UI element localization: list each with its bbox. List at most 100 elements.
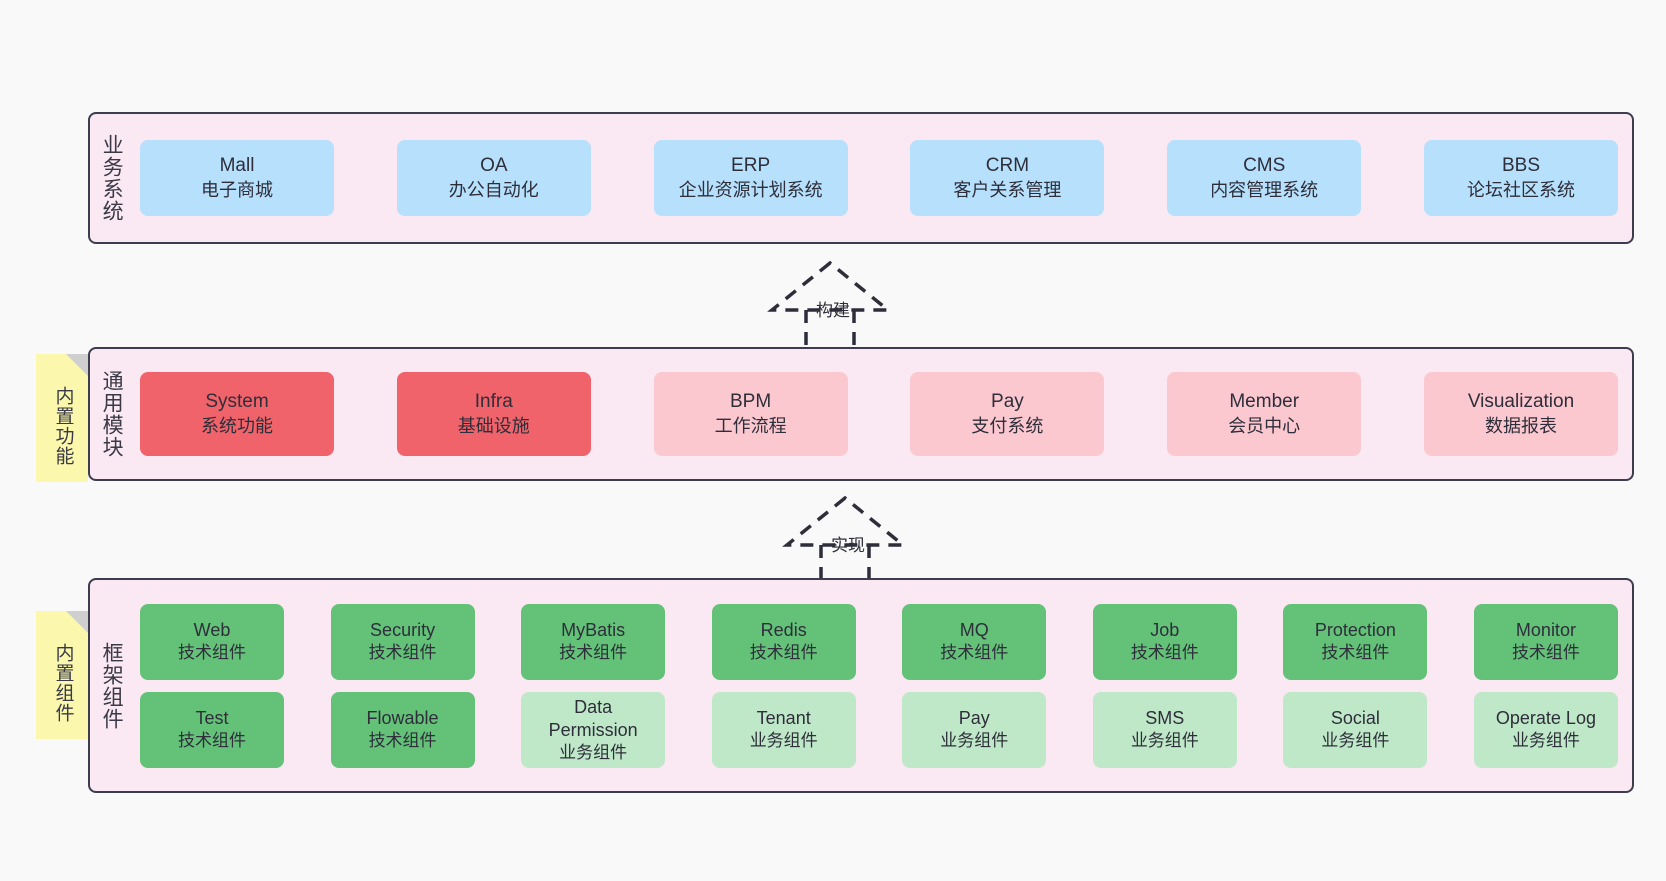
framework-row-tech: Web 技术组件 Security 技术组件 MyBatis 技术组件 Redi…	[140, 603, 1618, 680]
card-erp-en: ERP	[731, 155, 771, 177]
card-operate-log-cn: 业务组件	[1511, 731, 1580, 751]
card-mall[interactable]: Mall 电子商城	[140, 140, 334, 216]
card-member-cn: 会员中心	[1228, 415, 1301, 436]
card-monitor-cn: 技术组件	[1511, 643, 1580, 663]
card-bpm-cn: 工作流程	[714, 415, 787, 436]
layer-common-module: 通用模块 System 系统功能 Infra 基础设施 BPM 工作流程 Pay…	[88, 347, 1634, 481]
card-security-cn: 技术组件	[368, 643, 437, 663]
card-pay-module-en: Pay	[991, 391, 1024, 413]
card-erp[interactable]: ERP 企业资源计划系统	[653, 140, 848, 216]
layer-title-framework-component: 框架组件	[100, 641, 124, 730]
card-infra[interactable]: Infra 基础设施	[396, 372, 591, 456]
card-protection-cn: 技术组件	[1321, 643, 1390, 663]
framework-card-list: Web 技术组件 Security 技术组件 MyBatis 技术组件 Redi…	[132, 580, 1632, 791]
card-job[interactable]: Job 技术组件	[1092, 603, 1237, 680]
card-test-en: Test	[195, 708, 229, 729]
card-crm-en: CRM	[985, 155, 1030, 177]
card-job-cn: 技术组件	[1130, 643, 1199, 663]
card-infra-en: Infra	[474, 391, 513, 413]
card-sms-en: SMS	[1145, 708, 1185, 729]
card-redis-cn: 技术组件	[749, 643, 818, 663]
card-mybatis-en: MyBatis	[561, 620, 626, 641]
common-module-card-list: System 系统功能 Infra 基础设施 BPM 工作流程 Pay 支付系统…	[132, 349, 1632, 479]
card-mybatis-cn: 技术组件	[559, 643, 628, 663]
card-system[interactable]: System 系统功能	[140, 372, 334, 456]
card-redis[interactable]: Redis 技术组件	[711, 603, 856, 680]
card-infra-cn: 基础设施	[457, 415, 530, 436]
card-monitor-en: Monitor	[1515, 620, 1576, 641]
layer-business-system: 业务系统 Mall 电子商城 OA 办公自动化 ERP 企业资源计划系统 CRM…	[88, 112, 1634, 244]
card-oa-en: OA	[480, 155, 508, 177]
card-flowable-cn: 技术组件	[368, 731, 437, 751]
card-test[interactable]: Test 技术组件	[140, 691, 284, 768]
card-member-en: Member	[1229, 391, 1300, 413]
card-web[interactable]: Web 技术组件	[140, 603, 284, 680]
card-cms-cn: 内容管理系统	[1210, 179, 1319, 200]
card-system-cn: 系统功能	[201, 415, 273, 436]
card-operate-log[interactable]: Operate Log 业务组件	[1473, 691, 1618, 768]
card-protection-en: Protection	[1314, 620, 1396, 641]
card-social[interactable]: Social 业务组件	[1283, 691, 1428, 768]
card-web-en: Web	[193, 620, 231, 641]
card-bpm-en: BPM	[730, 391, 772, 413]
card-flowable[interactable]: Flowable 技术组件	[330, 691, 475, 768]
card-crm-cn: 客户关系管理	[953, 179, 1062, 200]
card-social-cn: 业务组件	[1321, 731, 1390, 751]
card-visualization-cn: 数据报表	[1484, 415, 1557, 436]
card-protection[interactable]: Protection 技术组件	[1283, 603, 1428, 680]
card-tenant-en: Tenant	[756, 708, 811, 729]
card-cms-en: CMS	[1243, 155, 1286, 177]
card-monitor[interactable]: Monitor 技术组件	[1473, 603, 1618, 680]
card-operate-log-en: Operate Log	[1495, 708, 1596, 729]
card-pay-component[interactable]: Pay 业务组件	[902, 691, 1047, 768]
card-web-cn: 技术组件	[178, 643, 246, 663]
card-visualization[interactable]: Visualization 数据报表	[1423, 372, 1618, 456]
sticky-fold-corner-icon-2	[66, 611, 88, 633]
card-security-en: Security	[370, 620, 436, 641]
card-pay-module[interactable]: Pay 支付系统	[910, 372, 1105, 456]
card-security[interactable]: Security 技术组件	[330, 603, 475, 680]
card-mq-cn: 技术组件	[940, 643, 1009, 663]
card-cms[interactable]: CMS 内容管理系统	[1167, 140, 1362, 216]
card-pay-module-cn: 支付系统	[971, 415, 1044, 436]
card-bpm[interactable]: BPM 工作流程	[653, 372, 848, 456]
card-redis-en: Redis	[760, 620, 807, 641]
card-data-permission-en: Data Permission	[548, 696, 638, 740]
card-mall-en: Mall	[219, 155, 255, 177]
sticky-note-builtin-components-label: 内置组件	[52, 643, 74, 723]
card-mall-cn: 电子商城	[201, 179, 273, 200]
card-sms[interactable]: SMS 业务组件	[1092, 691, 1237, 768]
connector-build-label: 构建	[816, 301, 850, 320]
sticky-fold-corner-icon	[66, 354, 88, 376]
card-crm[interactable]: CRM 客户关系管理	[910, 140, 1105, 216]
framework-row-business: Test 技术组件 Flowable 技术组件 Data Permission …	[140, 691, 1618, 768]
business-card-list: Mall 电子商城 OA 办公自动化 ERP 企业资源计划系统 CRM 客户关系…	[132, 114, 1632, 242]
card-bbs-en: BBS	[1501, 155, 1540, 177]
card-mq[interactable]: MQ 技术组件	[902, 603, 1047, 680]
card-erp-cn: 企业资源计划系统	[678, 179, 823, 200]
card-sms-cn: 业务组件	[1130, 731, 1199, 751]
card-member[interactable]: Member 会员中心	[1167, 372, 1362, 456]
card-tenant-cn: 业务组件	[749, 731, 818, 751]
card-test-cn: 技术组件	[178, 731, 246, 751]
card-data-permission-cn: 业务组件	[559, 742, 628, 762]
card-tenant[interactable]: Tenant 业务组件	[711, 691, 856, 768]
sticky-note-builtin-features: 内置功能	[36, 354, 88, 482]
card-bbs[interactable]: BBS 论坛社区系统	[1423, 140, 1618, 216]
card-data-permission[interactable]: Data Permission 业务组件	[521, 691, 666, 768]
card-oa[interactable]: OA 办公自动化	[396, 140, 591, 216]
card-system-en: System	[205, 391, 269, 413]
layer-title-business-system: 业务系统	[100, 134, 124, 222]
connector-build: 构建	[760, 258, 920, 358]
connector-implement-label: 实现	[831, 536, 865, 555]
card-mybatis[interactable]: MyBatis 技术组件	[521, 603, 666, 680]
card-visualization-en: Visualization	[1467, 391, 1575, 413]
card-social-en: Social	[1330, 708, 1380, 729]
card-flowable-en: Flowable	[366, 708, 439, 729]
layer-framework-component: 框架组件 Web 技术组件 Security 技术组件 MyBatis 技术组件…	[88, 578, 1634, 793]
card-pay-component-cn: 业务组件	[940, 731, 1009, 751]
card-mq-en: MQ	[959, 620, 989, 641]
card-pay-component-en: Pay	[958, 708, 990, 729]
card-oa-cn: 办公自动化	[448, 179, 539, 200]
